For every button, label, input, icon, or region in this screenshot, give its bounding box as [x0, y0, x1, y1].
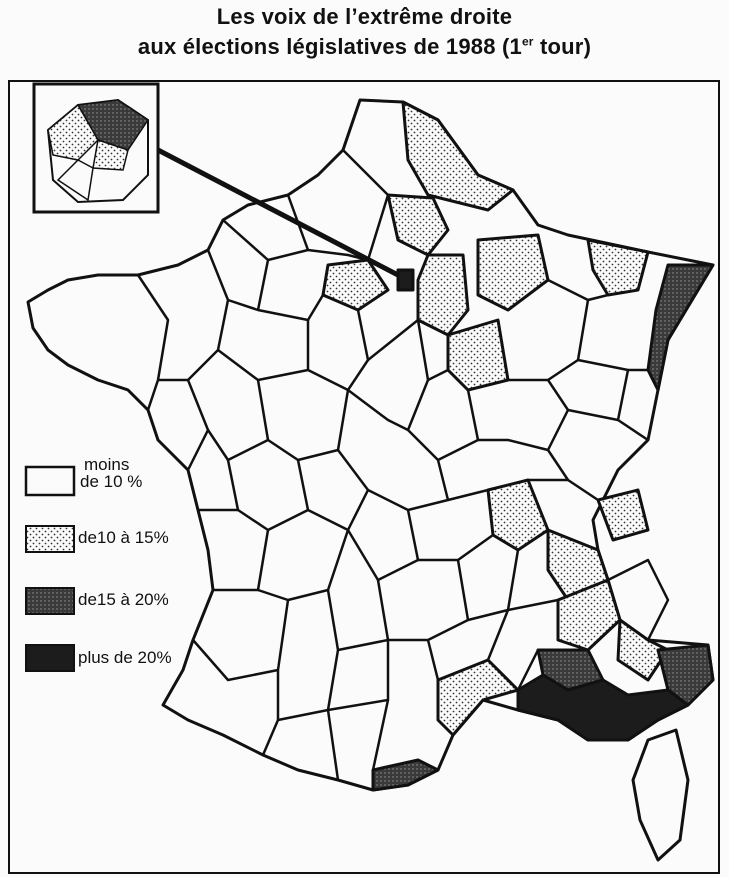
- legend-swatch-dark-dotted: [25, 587, 75, 615]
- region-vaucluse: [556, 578, 622, 652]
- region-rhone: [486, 478, 550, 552]
- region-alpes-maritimes: [656, 643, 715, 707]
- legend: [24, 465, 76, 672]
- legend-swatch-white: [24, 465, 76, 497]
- france-map: [26, 98, 715, 862]
- legend-swatch-dotted: [25, 525, 75, 553]
- paris-inset: [32, 82, 400, 278]
- department-borders: [136, 149, 670, 781]
- region-pyrenees-orientales: [371, 758, 440, 792]
- legend-swatch-black: [25, 644, 75, 672]
- region-alpes: [616, 618, 670, 682]
- map-frame: [8, 80, 720, 874]
- region-paris: [396, 268, 415, 292]
- region-paca-south: [516, 673, 690, 742]
- region-marne: [476, 233, 550, 312]
- region-aisne: [386, 193, 450, 257]
- legend-label-3: de15 à 20%: [78, 590, 169, 609]
- region-alsace: [646, 263, 715, 392]
- region-moselle: [586, 238, 650, 297]
- region-oise: [321, 258, 390, 312]
- region-nord: [401, 100, 515, 212]
- map-title-line2: aux élections législatives de 1988 (1er …: [137, 34, 592, 59]
- region-aube: [446, 318, 510, 392]
- region-ain: [596, 488, 650, 542]
- map-title-line1: Les voix de l’extrême droite: [216, 4, 513, 29]
- corsica: [631, 728, 690, 862]
- legend-label-2: de10 à 15%: [78, 528, 169, 547]
- legend-label-4: plus de 20%: [78, 648, 172, 667]
